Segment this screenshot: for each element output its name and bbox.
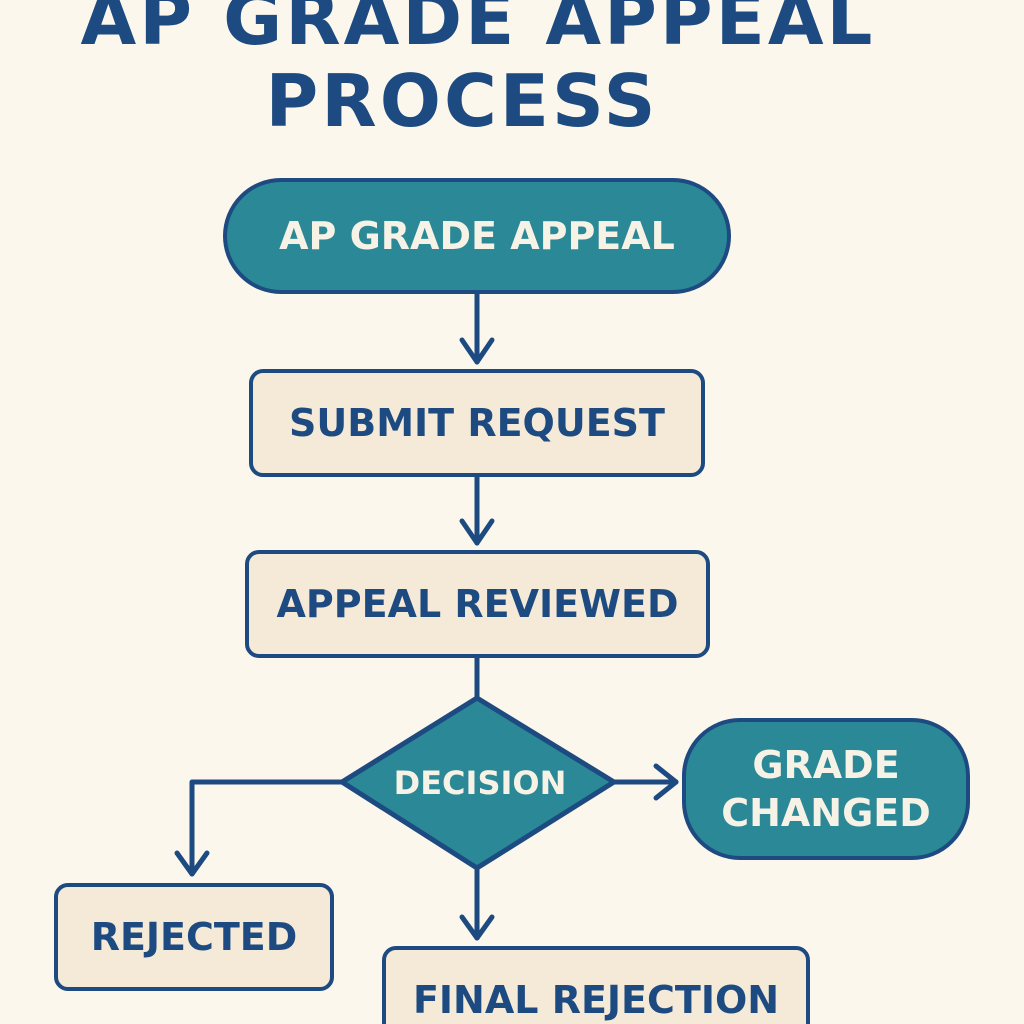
connector-decision-to-rejected bbox=[189, 779, 345, 877]
arrowhead-changed bbox=[653, 763, 679, 801]
grade-changed-node: GRADE CHANGED bbox=[682, 718, 970, 860]
diagram-title-line-1: AP GRADE APPEAL bbox=[80, 0, 876, 61]
arrowhead-submit bbox=[459, 337, 495, 365]
arrowhead-final bbox=[459, 914, 495, 941]
appeal-reviewed-node: APPEAL REVIEWED bbox=[245, 550, 710, 658]
arrowhead-rejected bbox=[174, 850, 210, 877]
diagram-title-line-2: PROCESS bbox=[265, 59, 659, 143]
decision-node-label: DECISION bbox=[393, 764, 567, 802]
decision-diamond bbox=[339, 695, 617, 871]
final-rejection-node: FINAL REJECTION bbox=[382, 946, 810, 1024]
submit-request-node: SUBMIT REQUEST bbox=[249, 369, 705, 477]
arrowhead-reviewed bbox=[459, 518, 495, 546]
rejected-node: REJECTED bbox=[54, 883, 334, 991]
start-node: AP GRADE APPEAL bbox=[223, 178, 731, 294]
